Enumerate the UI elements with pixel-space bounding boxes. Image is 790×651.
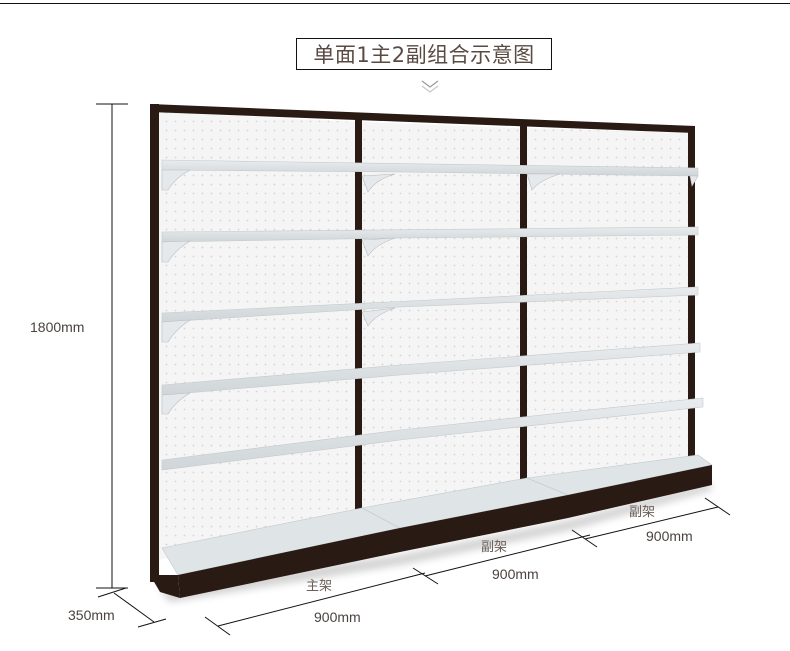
main-width-dimension-label: 900mm — [314, 609, 361, 625]
back-panel-main — [158, 112, 358, 560]
main-section-label: 主架 — [306, 579, 333, 594]
sub2-section-label: 副架 — [629, 505, 656, 520]
diagram-title: 单面1主2副组合示意图 — [296, 38, 552, 70]
sub2-width-dimension-label: 900mm — [646, 528, 693, 544]
base-shelves — [150, 454, 713, 598]
back-panel-sub2 — [527, 128, 688, 490]
height-dimension-label: 1800mm — [30, 319, 85, 335]
double-chevron-down-icon — [421, 80, 439, 93]
depth-dimension-label: 350mm — [68, 607, 115, 623]
shelves — [161, 159, 704, 471]
top-divider — [0, 3, 790, 4]
sub1-section-label: 副架 — [481, 540, 508, 555]
dimension-lines — [96, 103, 731, 636]
back-panel-sub1 — [362, 122, 523, 520]
sub1-width-dimension-label: 900mm — [492, 566, 539, 582]
